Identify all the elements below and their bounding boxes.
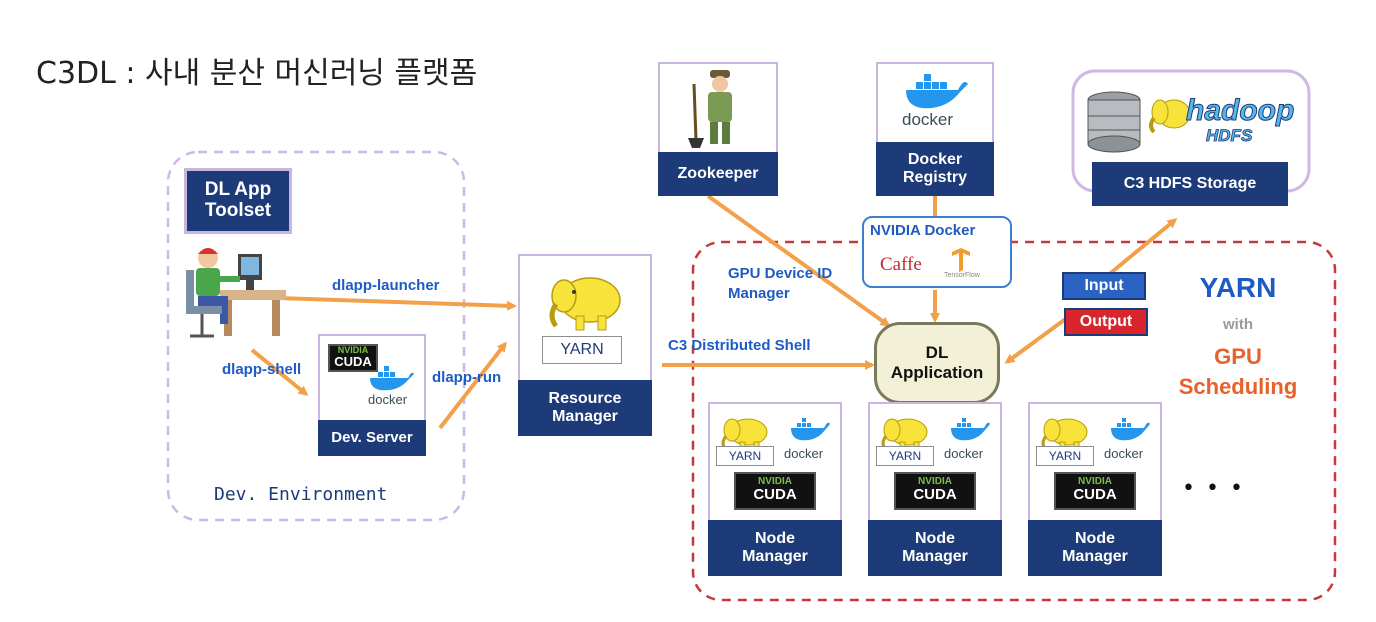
- yarn-gpu-title: YARN: [1199, 272, 1277, 303]
- docker-registry-whale-icon: [906, 74, 968, 109]
- input-tag: Input: [1062, 272, 1146, 300]
- edge-label-dist-shell: C3 Distributed Shell: [668, 337, 811, 354]
- hdfs-logo-text: HDFS: [1206, 126, 1253, 146]
- nvidia-logo-text: NVIDIA: [337, 345, 369, 355]
- node-yarn-tag: YARN: [1036, 446, 1094, 466]
- node-nvidia-text: NVIDIA: [758, 476, 792, 487]
- node-cuda-logo: NVIDIA CUDA: [734, 472, 816, 510]
- arrow-shell: [250, 348, 309, 396]
- node-cuda-logo: NVIDIA CUDA: [894, 472, 976, 510]
- tensorflow-icon: [952, 248, 970, 272]
- rm-yarn-tag: YARN: [542, 336, 622, 364]
- node-nvidia-text: NVIDIA: [918, 476, 952, 487]
- arrow-run: [438, 341, 507, 430]
- tensorflow-logo-text: TensorFlow: [944, 272, 980, 279]
- dev-environment-boundary: [166, 150, 466, 522]
- node-hadoop-elephant-icon: [721, 418, 768, 450]
- hdfs-elephant-icon: [1149, 99, 1191, 134]
- node-docker-text: docker: [944, 446, 984, 461]
- hdfs-storage-label: C3 HDFS Storage: [1092, 162, 1288, 206]
- dl-application-box: DL Application: [874, 322, 1000, 404]
- cuda-logo-text: CUDA: [334, 354, 372, 369]
- arrow-zookeeper: [706, 194, 891, 327]
- dev-server-cuda-logo: NVIDIA CUDA: [328, 344, 378, 372]
- yarn-gpu-with: with: [1223, 316, 1253, 333]
- caffe-logo: Caffe: [880, 254, 922, 275]
- edge-label-shell: dlapp-shell: [222, 361, 302, 378]
- hadoop-logo-text: hadoop: [1185, 94, 1295, 128]
- resource-manager-label: Resource Manager: [518, 380, 652, 436]
- dev-environment-label: Dev. Environment: [214, 484, 388, 505]
- nvidia-docker-title: NVIDIA Docker: [870, 222, 976, 239]
- node-yarn-tag: YARN: [716, 446, 774, 466]
- node-hadoop-elephant-icon: [1041, 418, 1088, 450]
- dl-app-toolset-box: DL App Toolset: [184, 168, 292, 234]
- arrow-launcher: [277, 296, 517, 311]
- node-hadoop-elephant-icon: [881, 418, 928, 450]
- docker-registry-label: Docker Registry: [876, 142, 994, 196]
- yarn-gpu-scheduling: GPU Scheduling: [1178, 344, 1298, 399]
- edge-label-gpu-manager: GPU Device ID Manager: [728, 265, 833, 302]
- node-cuda-text: CUDA: [1073, 486, 1117, 503]
- node-docker-whale-icon: [951, 418, 990, 441]
- node-docker-text: docker: [1104, 446, 1144, 461]
- dev-server-docker-text: docker: [368, 392, 408, 407]
- node-cuda-text: CUDA: [913, 486, 957, 503]
- zookeeper-label: Zookeeper: [658, 152, 778, 196]
- node-manager-label: Node Manager: [868, 520, 1002, 576]
- node-nvidia-text: NVIDIA: [1078, 476, 1112, 487]
- node-manager-label: Node Manager: [1028, 520, 1162, 576]
- node-cuda-logo: NVIDIA CUDA: [1054, 472, 1136, 510]
- nvidia-docker-box: [862, 216, 1012, 288]
- output-tag: Output: [1064, 308, 1148, 336]
- hadoop-elephant-icon: [549, 277, 621, 331]
- developer-icon: [186, 248, 286, 338]
- node-docker-text: docker: [784, 446, 824, 461]
- more-nodes-ellipsis: • • •: [1182, 476, 1245, 501]
- node-docker-whale-icon: [791, 418, 830, 441]
- edge-label-run: dlapp-run: [432, 369, 502, 386]
- docker-whale-icon: [370, 366, 414, 391]
- edge-label-launcher: dlapp-launcher: [332, 277, 440, 294]
- node-manager-label: Node Manager: [708, 520, 842, 576]
- zookeeper-icon: [688, 70, 732, 148]
- node-yarn-tag: YARN: [876, 446, 934, 466]
- yarn-cluster-boundary: [691, 240, 1337, 602]
- docker-registry-docker-text: docker: [902, 110, 954, 129]
- page-title: C3DL : 사내 분산 머신러닝 플랫폼: [36, 56, 478, 91]
- dev-server-label: Dev. Server: [318, 420, 426, 456]
- node-cuda-text: CUDA: [753, 486, 797, 503]
- arrow-output: [1004, 310, 1077, 364]
- node-docker-whale-icon: [1111, 418, 1150, 441]
- database-icon: [1087, 91, 1141, 153]
